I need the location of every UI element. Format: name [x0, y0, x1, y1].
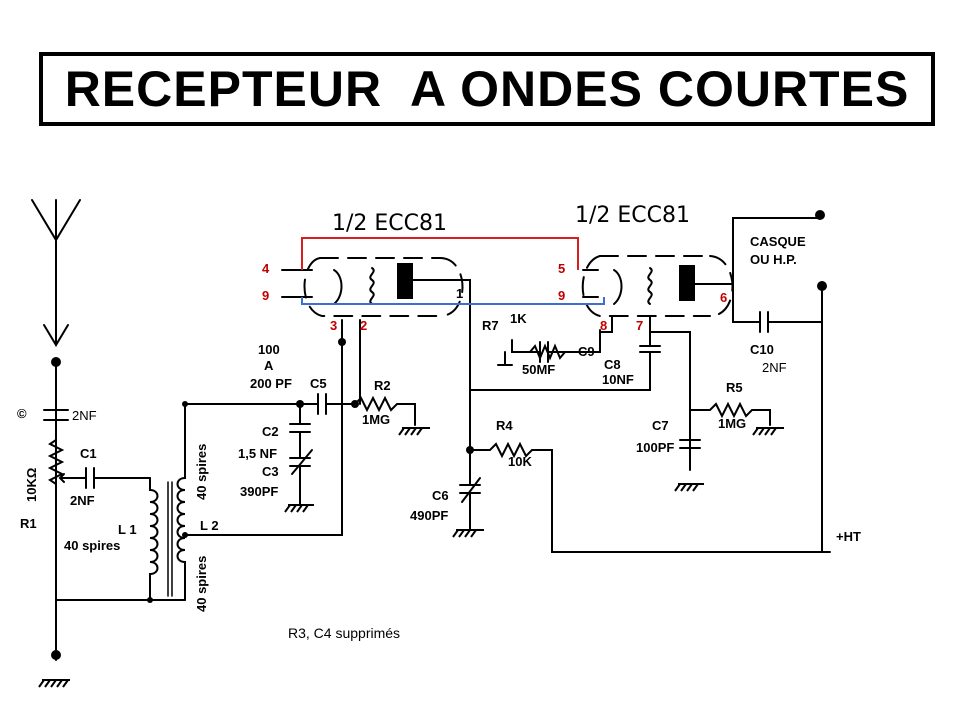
- c1-value: 2NF: [70, 493, 95, 508]
- capacitor-c2-c3: [289, 403, 311, 506]
- resistor-r1: [47, 439, 65, 485]
- r5-value: 1MG: [718, 416, 746, 431]
- capacitor-c5: [184, 393, 356, 415]
- heater-wire-red: [301, 237, 579, 270]
- pin-4: 4: [262, 261, 270, 276]
- r2-ref: R2: [374, 378, 391, 393]
- r1-ref: R1: [20, 516, 37, 531]
- capacitor-c7: [679, 439, 701, 449]
- page-title: RECEPTEUR A ONDES COURTES: [64, 61, 910, 117]
- r4-value: 10K: [508, 454, 532, 469]
- c5-ref: C5: [310, 376, 327, 391]
- c9-value: 50MF: [522, 362, 555, 377]
- l1-value: 40 spires: [64, 538, 120, 553]
- inductor-l1: [149, 477, 159, 601]
- c5-value-mid: A: [264, 358, 274, 373]
- title-box: RECEPTEUR A ONDES COURTES: [39, 52, 935, 126]
- tube-left-envelope: [303, 257, 441, 317]
- pin-3: 3: [330, 318, 337, 333]
- ground-icon: [398, 427, 430, 436]
- c3-value: 390PF: [240, 484, 278, 499]
- r2-value: 1MG: [362, 412, 390, 427]
- r7-value: 1K: [510, 311, 527, 326]
- ground-icon: [38, 679, 70, 688]
- c10-ref: C10: [750, 342, 774, 357]
- l2-value-a: 40 spires: [194, 444, 209, 500]
- resistor-r4: [469, 441, 831, 553]
- output-label-line2: OU H.P.: [750, 252, 797, 267]
- pin-2: 2: [360, 318, 367, 333]
- r1-value: 10KΩ: [24, 468, 39, 502]
- r7-ref: R7: [482, 318, 499, 333]
- resistor-r5: [689, 401, 771, 426]
- c7-value: 100PF: [636, 440, 674, 455]
- pin-9-left: 9: [262, 288, 269, 303]
- heater-wire-blue: [301, 297, 605, 305]
- capacitor-c10: [732, 283, 823, 333]
- c6-ref: C6: [432, 488, 449, 503]
- ground-icon: [452, 529, 484, 538]
- l2-value-b: 40 spires: [194, 556, 209, 612]
- note-text: R3, C4 supprimés: [288, 625, 400, 641]
- tube-right-label: 1/2 ECC81: [575, 203, 690, 228]
- tube-right-envelope: [581, 255, 711, 317]
- c8-ref: C8: [604, 357, 621, 372]
- c6-value: 490PF: [410, 508, 448, 523]
- c3-ref: C3: [262, 464, 279, 479]
- c7-ref: C7: [652, 418, 669, 433]
- output-label-line1: CASQUE: [750, 234, 806, 249]
- l2-ref: L 2: [200, 518, 219, 533]
- c2-value: 1,5 NF: [238, 446, 277, 461]
- capacitor-c-top: [43, 409, 69, 421]
- c10-value: 2NF: [762, 360, 787, 375]
- c8-value: 10NF: [602, 372, 634, 387]
- l1-ref: L 1: [118, 522, 137, 537]
- pin-7: 7: [636, 318, 643, 333]
- r5-ref: R5: [726, 380, 743, 395]
- c5-value: 200 PF: [250, 376, 292, 391]
- pin-6: 6: [720, 290, 727, 305]
- tube-left-label: 1/2 ECC81: [332, 211, 447, 236]
- capacitor-c9: [511, 341, 576, 363]
- c-top-ref: ©: [17, 406, 27, 421]
- c1-ref: C1: [80, 446, 97, 461]
- capacitor-c6: [459, 389, 481, 531]
- pin-5: 5: [558, 261, 565, 276]
- ground-icon: [674, 483, 704, 492]
- ground-icon: [752, 427, 784, 436]
- capacitor-c1: [71, 467, 151, 489]
- c2-ref: C2: [262, 424, 279, 439]
- pin-1: 1: [456, 286, 463, 301]
- supply-label: +HT: [836, 529, 861, 544]
- resistor-r2: [354, 395, 416, 426]
- inductor-l2: [176, 403, 186, 601]
- pin-8: 8: [600, 318, 607, 333]
- antenna-symbol: [31, 199, 81, 346]
- ground-icon: [284, 504, 314, 513]
- r4-ref: R4: [496, 418, 513, 433]
- c-top-value: 2NF: [72, 408, 97, 423]
- c9-ref: C9: [578, 344, 595, 359]
- c5-value-top: 100: [258, 342, 280, 357]
- pin-9-right: 9: [558, 288, 565, 303]
